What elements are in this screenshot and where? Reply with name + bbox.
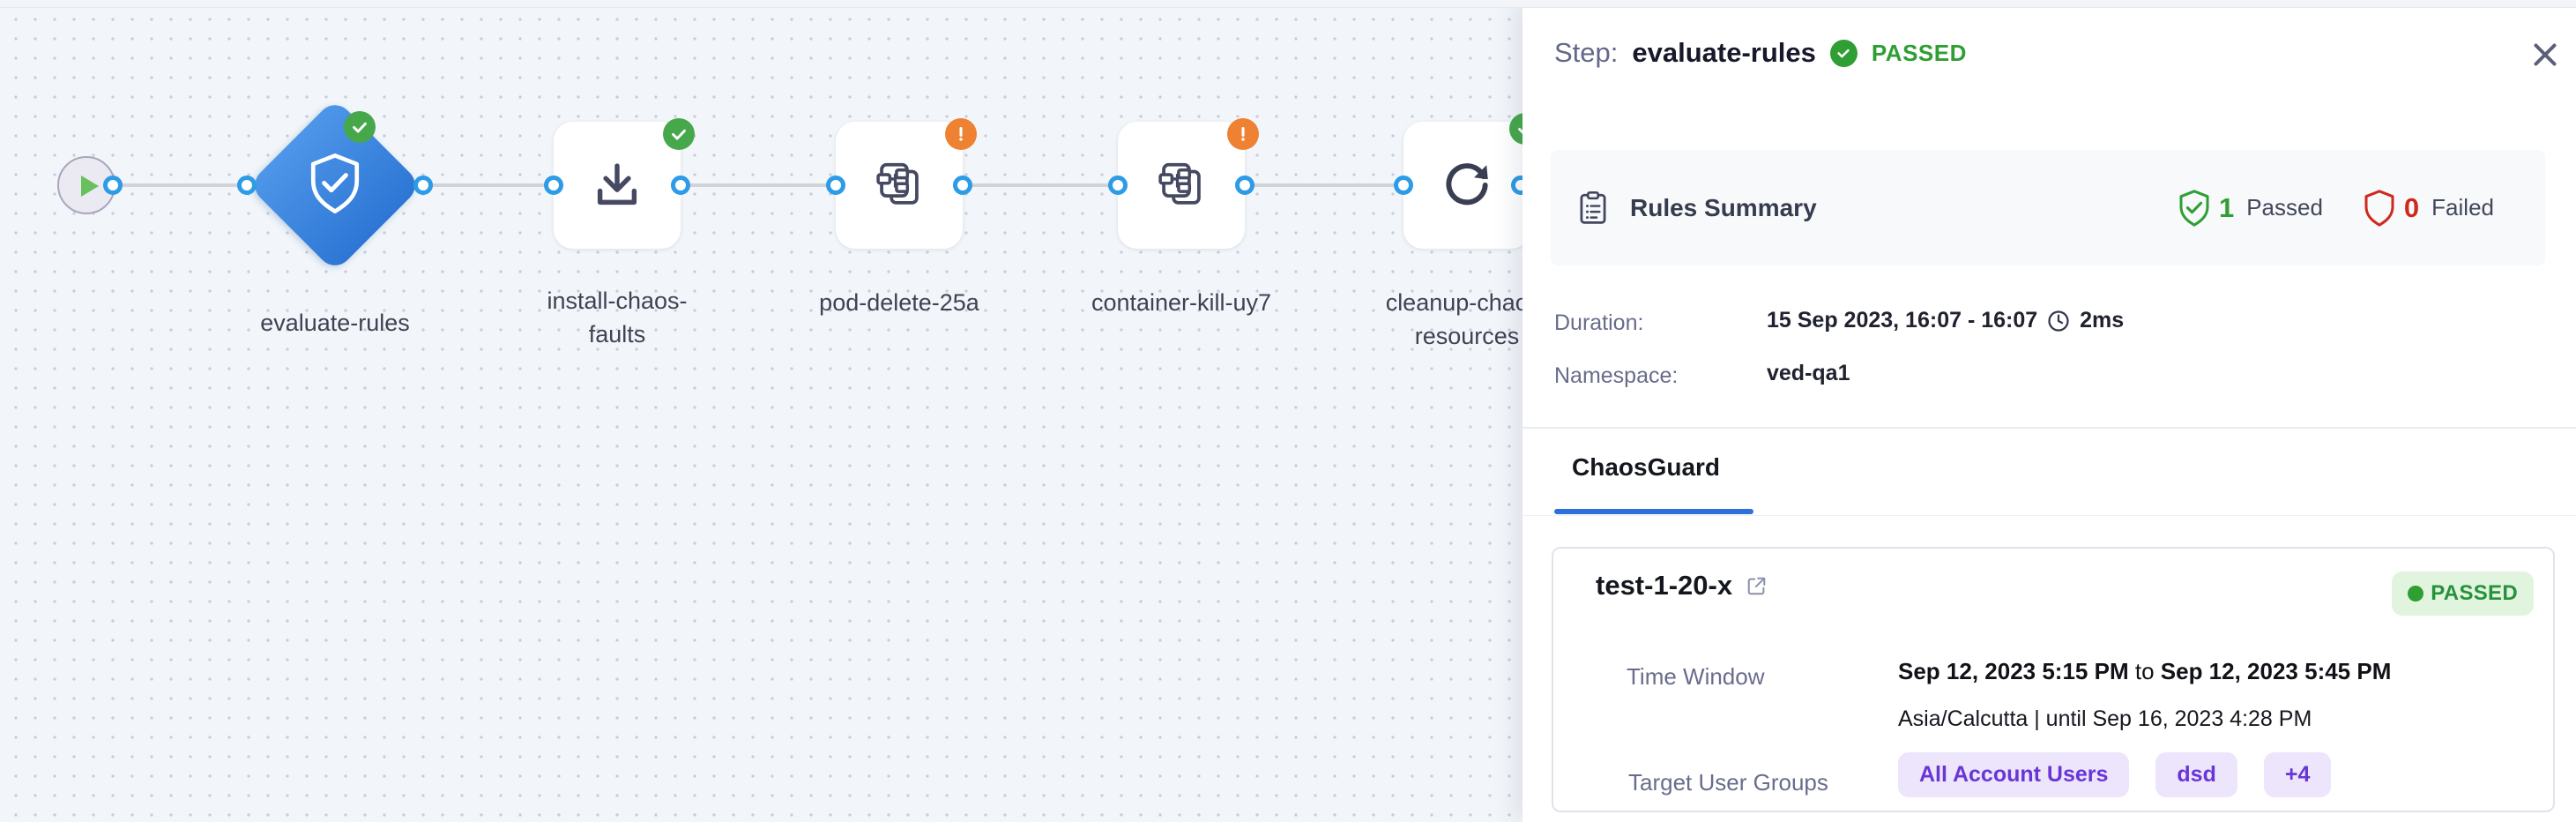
warning-badge-icon (945, 118, 977, 150)
time-to-word: to (2134, 658, 2155, 684)
port[interactable] (413, 176, 433, 195)
node-container-kill-uy7[interactable] (1118, 122, 1245, 249)
node-install-chaos-faults[interactable] (554, 122, 681, 249)
chaos-fault-icon (1154, 158, 1209, 213)
tab-active-underline (1554, 509, 1753, 514)
external-link-icon[interactable] (1745, 574, 1768, 598)
user-group-chip-more[interactable]: +4 (2263, 752, 2332, 797)
timezone-line: Asia/Calcutta | until Sep 16, 2023 4:28 … (1898, 706, 2312, 731)
port[interactable] (1235, 176, 1254, 195)
passed-count: 1 (2218, 191, 2235, 223)
port[interactable] (237, 176, 257, 195)
rules-summary-title: Rules Summary (1630, 193, 1817, 221)
node-label: install-chaos- faults (485, 284, 749, 351)
chaos-fault-icon (872, 158, 927, 213)
port[interactable] (671, 176, 690, 195)
node-label: pod-delete-25a (819, 289, 979, 316)
status-dot-icon (2408, 586, 2424, 602)
passed-label: Passed (2246, 194, 2323, 220)
user-group-chip[interactable]: All Account Users (1898, 752, 2130, 797)
download-icon (590, 158, 644, 213)
rules-summary-bar: Rules Summary 1 Passed 0 F (1551, 150, 2545, 265)
node-label: evaluate-rules (260, 310, 410, 336)
step-name: evaluate-rules (1632, 37, 1816, 68)
shield-passed-icon (2177, 189, 2212, 228)
port[interactable] (544, 176, 563, 195)
success-badge-icon (344, 111, 376, 143)
user-group-chips: All Account Users dsd +4 (1898, 752, 2332, 797)
port[interactable] (826, 176, 845, 195)
port[interactable] (1108, 176, 1128, 195)
step-prefix: Step: (1554, 37, 1619, 68)
failed-label: Failed (2431, 194, 2494, 220)
time-to: Sep 12, 2023 5:45 PM (2160, 658, 2392, 684)
duration-label: Duration: (1554, 310, 1644, 335)
time-window-value: Sep 12, 2023 5:15 PM to Sep 12, 2023 5:4… (1898, 658, 2391, 685)
user-group-chip[interactable]: dsd (2155, 752, 2237, 797)
node-label-line: install-chaos- (547, 288, 688, 314)
warning-badge-icon (1227, 118, 1259, 150)
shield-failed-icon (2362, 189, 2397, 228)
connector-line (86, 183, 1534, 187)
port[interactable] (953, 176, 972, 195)
duration-ms: 2ms (2080, 308, 2125, 333)
status-badge: PASSED (1871, 39, 1967, 66)
node-label-line: cleanup-chaos- (1385, 289, 1549, 316)
tab-chaosguard[interactable]: ChaosGuard (1572, 453, 1721, 481)
namespace-value: ved-qa1 (1767, 361, 1850, 385)
chaosguard-card: test-1-20-x PASSED Time Window Sep 12, 2… (1552, 547, 2555, 812)
close-icon[interactable] (2520, 30, 2570, 79)
failed-count: 0 (2403, 191, 2420, 223)
tab-row-border (1523, 515, 2576, 516)
target-user-groups-label: Target User Groups (1628, 769, 1828, 796)
guard-status-text: PASSED (2431, 581, 2518, 605)
refresh-icon (1440, 158, 1494, 213)
node-cleanup-chaos-resources[interactable] (1403, 122, 1530, 249)
panel-header: Step: evaluate-rules PASSED (1554, 37, 1967, 69)
node-pod-delete-25a[interactable] (836, 122, 963, 249)
node-label: cleanup-chaos- resources (1335, 286, 1599, 353)
shield-check-icon (306, 151, 364, 216)
port[interactable] (103, 176, 123, 195)
success-badge-icon (663, 118, 695, 150)
port[interactable] (1394, 176, 1413, 195)
duration-value: 15 Sep 2023, 16:07 - 16:07 2ms (1767, 308, 2124, 333)
node-label-line: resources (1414, 323, 1520, 349)
node-label: container-kill-uy7 (1091, 289, 1272, 316)
guard-name: test-1-20-x (1596, 570, 1733, 601)
window-top-edge (0, 0, 2576, 8)
namespace-label: Namespace: (1554, 363, 1679, 388)
duration-range: 15 Sep 2023, 16:07 - 16:07 (1767, 308, 2038, 333)
guard-status-badge: PASSED (2392, 572, 2534, 616)
passed-check-icon (1829, 39, 1858, 67)
node-label-line: faults (588, 321, 646, 347)
step-details-panel: Step: evaluate-rules PASSED (1523, 0, 2576, 822)
section-divider (1523, 427, 2576, 429)
clock-icon (2046, 309, 2071, 333)
time-from: Sep 12, 2023 5:15 PM (1898, 658, 2129, 684)
play-icon (81, 176, 99, 197)
time-window-label: Time Window (1627, 663, 1765, 690)
clipboard-icon (1577, 191, 1609, 226)
